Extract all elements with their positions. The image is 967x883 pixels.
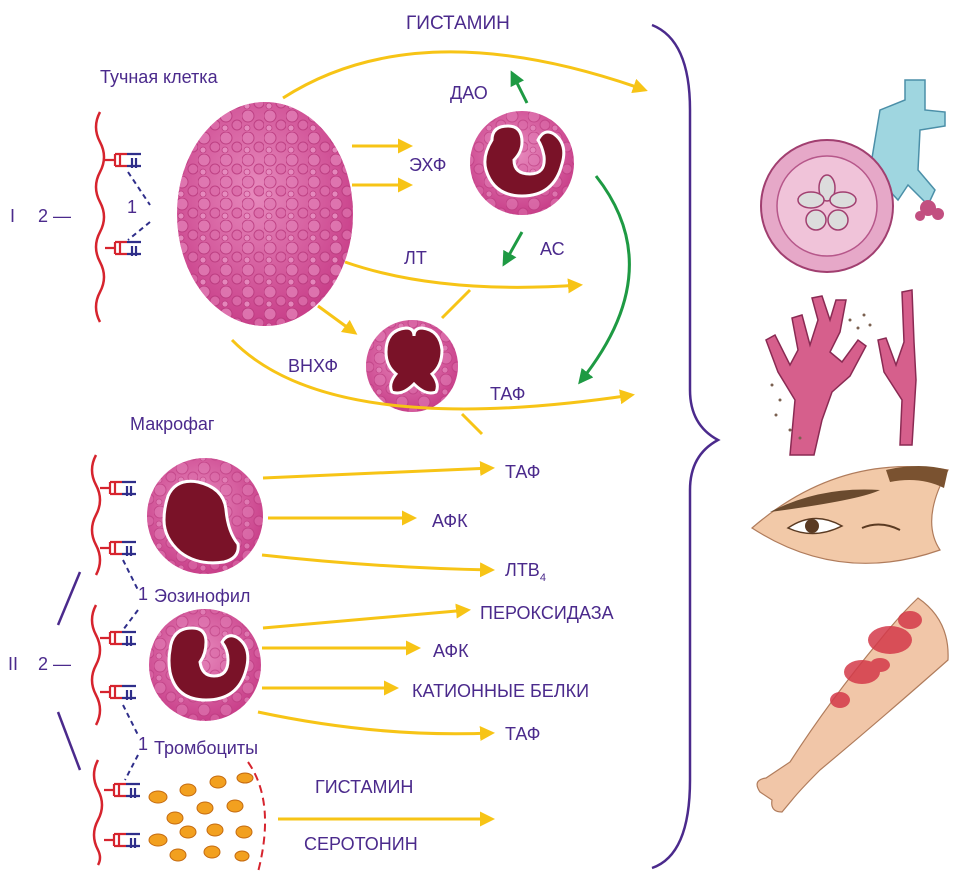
- label-ehf: ЭХФ: [409, 155, 446, 175]
- bracket-group2-bottom: [58, 712, 80, 770]
- receptor-group: [100, 154, 141, 848]
- mast-cell: [177, 102, 353, 326]
- label-cationic-proteins: КАТИОННЫЕ БЕЛКИ: [412, 681, 589, 701]
- label-serotonin: СЕРОТОНИН: [304, 834, 418, 854]
- label-platelets: Тромбоциты: [154, 738, 258, 758]
- label-group2-num: 2 —: [38, 654, 71, 674]
- label-group1-num: 2 —: [38, 206, 71, 226]
- label-one-eosinophil: 1: [138, 734, 148, 754]
- label-dao: ДАО: [450, 83, 488, 103]
- label-lt: ЛТ: [404, 248, 427, 268]
- curly-brace: [652, 25, 718, 868]
- label-peroxidase: ПЕРОКСИДАЗА: [480, 603, 614, 623]
- label-afk-macrophage: АФК: [432, 511, 468, 531]
- label-group2-roman: II: [8, 654, 18, 674]
- label-ltb4: ЛТВ4: [505, 560, 546, 584]
- label-mast-cell: Тучная клетка: [100, 67, 219, 87]
- label-taf-top: ТАФ: [490, 384, 526, 404]
- membrane-platelets: [94, 760, 102, 865]
- membrane-eosinophil: [92, 605, 100, 725]
- ehf-cell: [470, 111, 574, 215]
- label-one-macrophage: 1: [138, 584, 148, 604]
- label-taf-eosinophil: ТАФ: [505, 724, 541, 744]
- label-one-mast: 1: [127, 197, 137, 217]
- membrane-mast-cell: [96, 112, 104, 322]
- face-eye-illustration: [752, 466, 948, 563]
- label-as: АС: [540, 239, 565, 259]
- label-afk-eosinophil: АФК: [433, 641, 469, 661]
- blood-vessels-illustration: [766, 290, 916, 455]
- label-taf-macrophage: ТАФ: [505, 462, 541, 482]
- label-macrophage: Макрофаг: [130, 414, 215, 434]
- macrophage-cell: [147, 458, 263, 574]
- label-group1-roman: I: [10, 206, 15, 226]
- arm-skin-rash-illustration: [757, 598, 948, 812]
- bracket-group2-top: [58, 572, 80, 625]
- vnhf-cell: [366, 320, 458, 412]
- membrane-macrophage: [92, 455, 100, 575]
- label-vnhf: ВНХФ: [288, 356, 338, 376]
- crosslink-lines: [123, 172, 150, 780]
- platelets-group: [149, 773, 253, 861]
- label-histamine-top: ГИСТАМИН: [406, 13, 510, 34]
- label-histamine-bottom: ГИСТАМИН: [315, 777, 413, 797]
- label-eosinophil: Эозинофил: [154, 586, 250, 606]
- eosinophil-cell: [149, 609, 261, 721]
- bronchus-illustration: [761, 80, 945, 272]
